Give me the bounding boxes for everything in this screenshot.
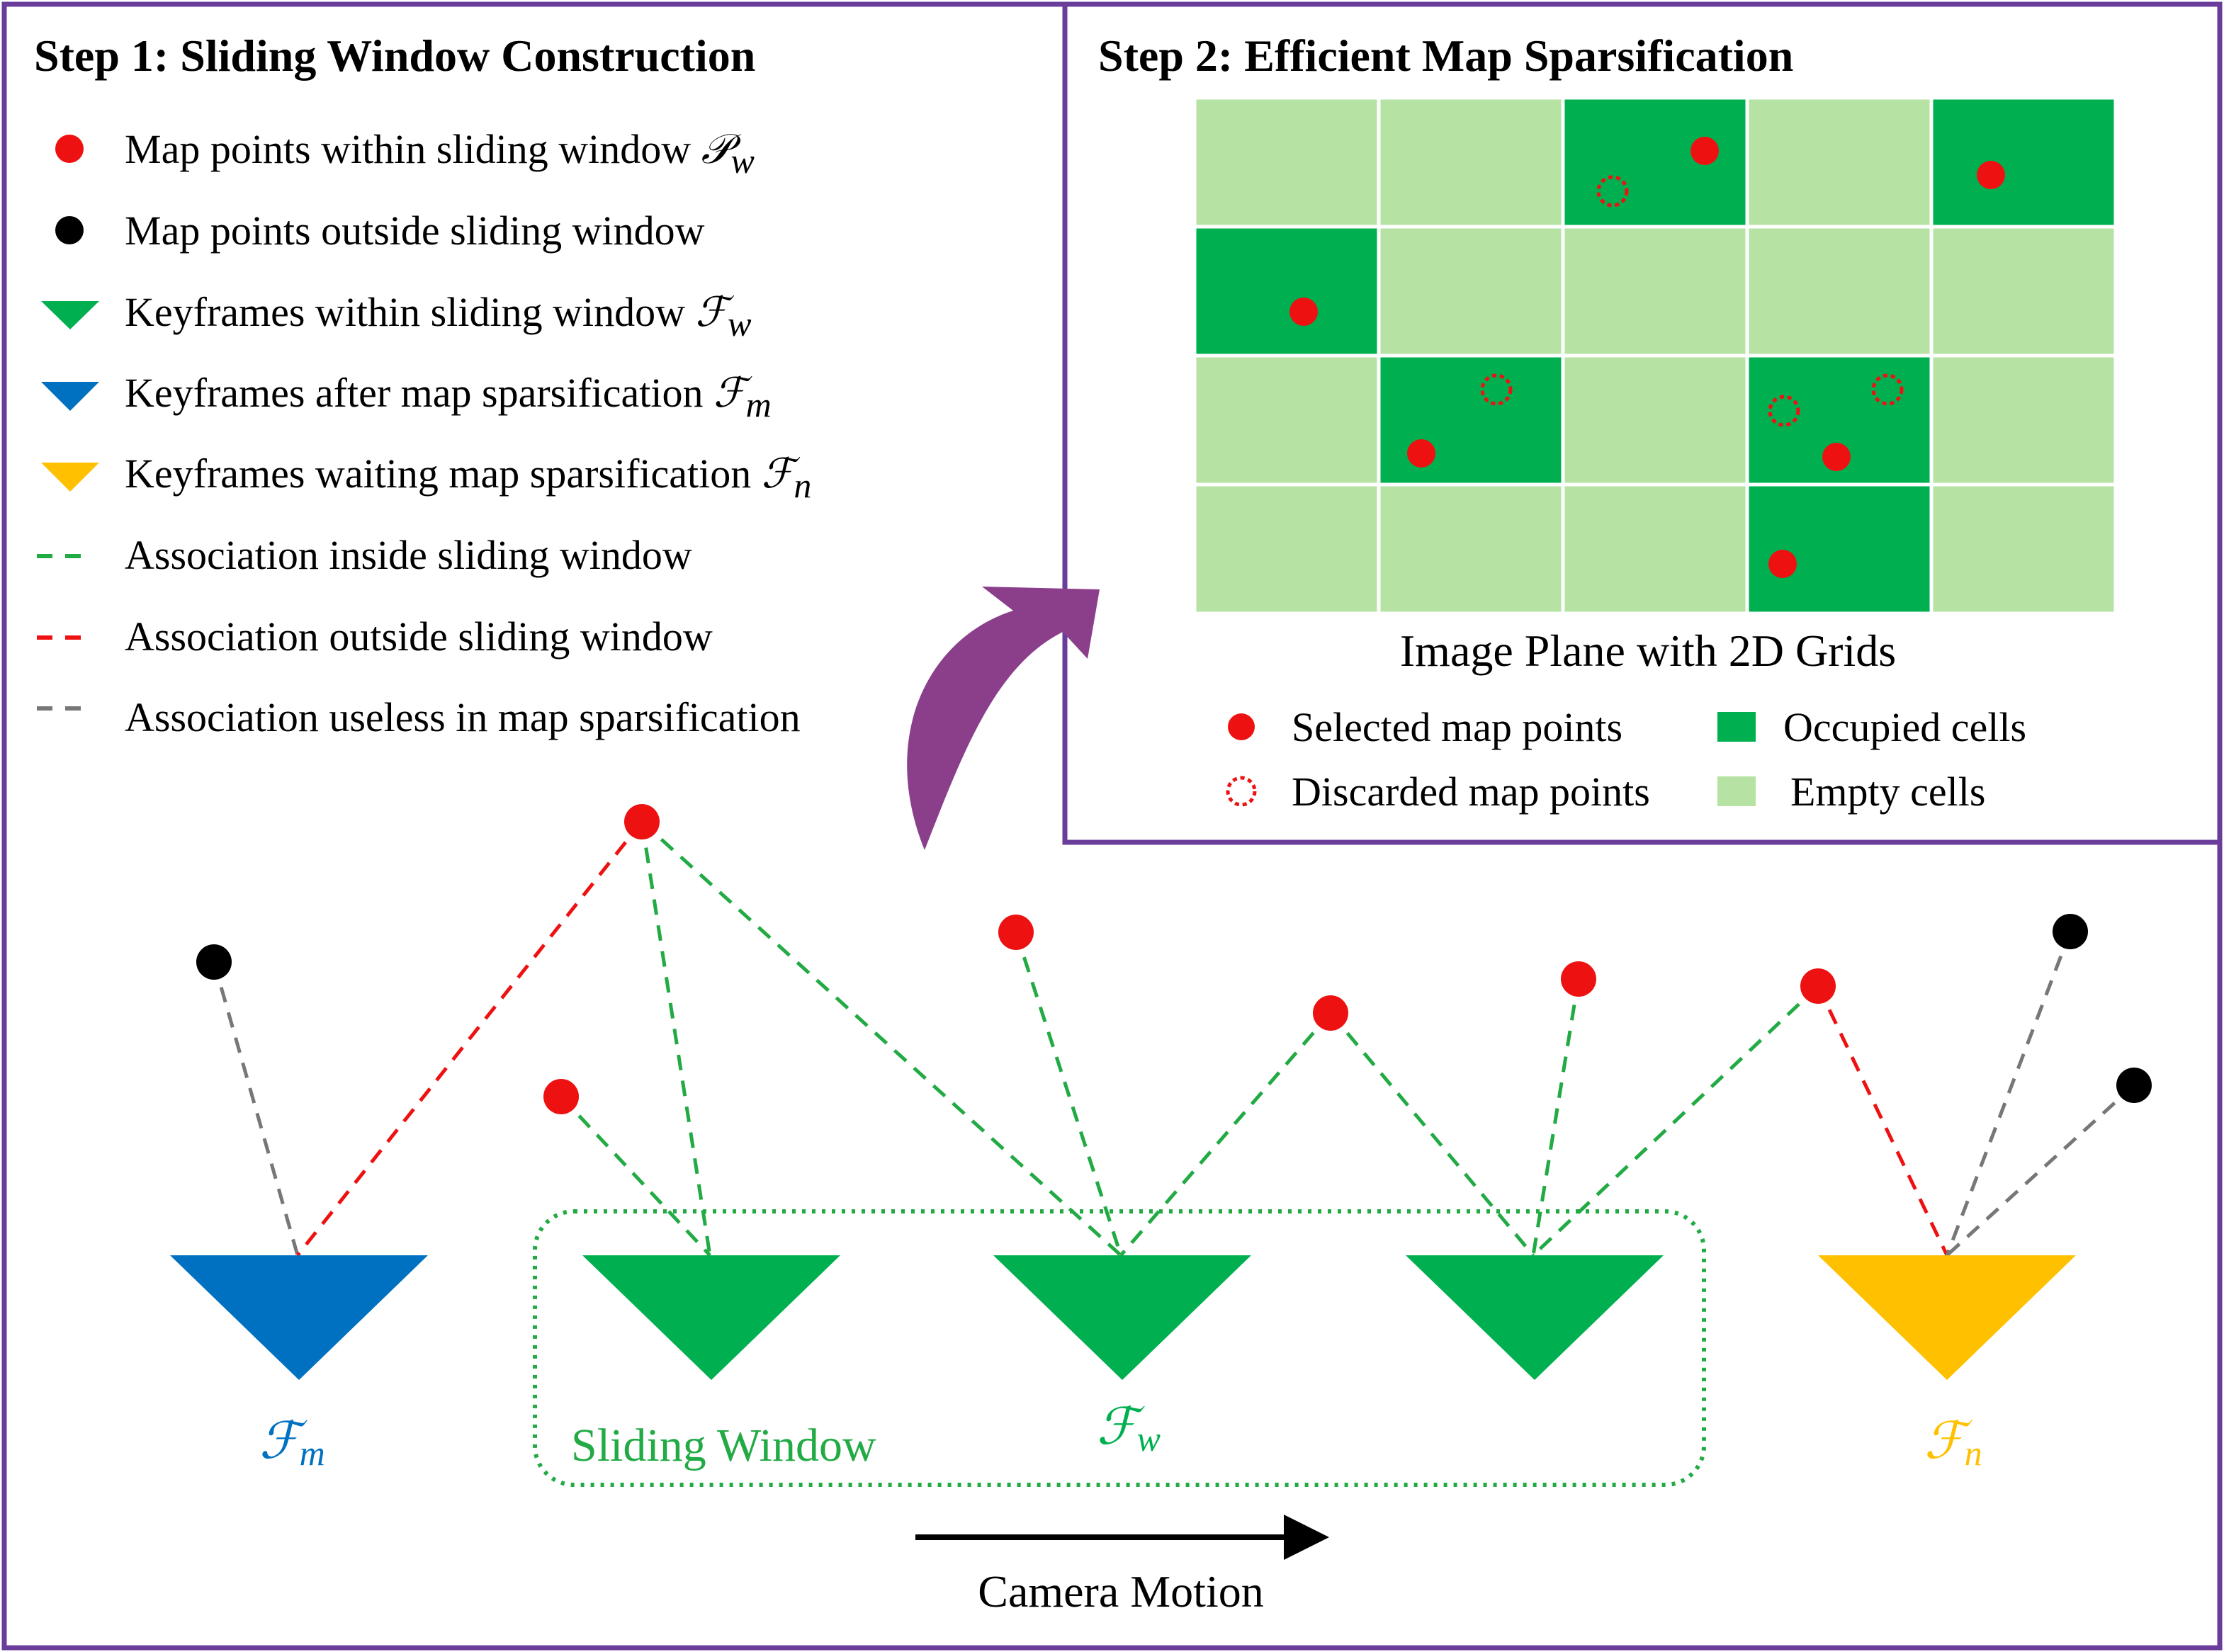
grid-cell-empty	[1192, 96, 1381, 229]
green-association-line	[1532, 985, 1819, 1257]
legend-selected-label: Selected map points	[1292, 704, 1622, 750]
grid-cell-occupied	[1377, 353, 1565, 487]
selected-map-point	[1690, 137, 1719, 165]
grid-cell-occupied	[1929, 96, 2118, 229]
frame-label-m: ℱm	[259, 1413, 325, 1473]
keyframe-window	[1406, 1255, 1664, 1380]
red-dot-icon	[55, 135, 84, 163]
green-association-line	[1014, 932, 1123, 1256]
grid-cell-occupied	[1192, 225, 1381, 358]
legend-label: Association useless in map sparsificatio…	[125, 694, 801, 740]
green-association-line	[1119, 1012, 1332, 1257]
legend-label: Map points within sliding window 𝒫w	[125, 126, 755, 181]
legend-label: Keyframes within sliding window ℱw	[125, 289, 751, 344]
step2-legend: Selected map points Discarded map points…	[1226, 704, 2026, 815]
empty-cell-icon	[1717, 776, 1756, 806]
map-point-outside	[196, 944, 232, 980]
gray-association-line	[1945, 931, 2072, 1256]
sliding-window-label: Sliding Window	[571, 1420, 876, 1471]
green-association-line	[640, 821, 712, 1256]
grid-cell-empty	[1192, 353, 1381, 487]
grid-cell-empty	[1929, 353, 2118, 487]
keyframe-window	[993, 1255, 1251, 1380]
selected-point-icon	[1228, 713, 1255, 740]
discarded-point-icon	[1226, 776, 1257, 807]
grid-cell-empty	[1561, 225, 1749, 358]
map-point-inside	[1561, 961, 1596, 997]
bottom-scene: ℱm ℱw ℱn Sliding Window Camera Motion	[170, 804, 2152, 1617]
selected-map-point	[1289, 298, 1318, 326]
step2-panel: Step 2: Efficient Map Sparsification Ima…	[1062, 1, 2223, 845]
step1-legend-labels: Map points within sliding window 𝒫w Map …	[125, 126, 811, 740]
green-association-line	[640, 820, 1122, 1257]
gray-association-line	[1946, 1084, 2135, 1257]
legend-label: Keyframes waiting map sparsification ℱn	[125, 451, 811, 505]
map-point-outside	[2053, 914, 2088, 949]
frame-label-w: ℱw	[1097, 1398, 1161, 1459]
legend-discarded-label: Discarded map points	[1292, 769, 1650, 815]
green-triangle-icon	[41, 301, 99, 329]
step2-title: Step 2: Efficient Map Sparsification	[1098, 30, 1793, 81]
map-point-inside	[1313, 995, 1348, 1031]
selected-map-point	[1822, 443, 1851, 471]
camera-motion-label: Camera Motion	[978, 1566, 1263, 1617]
grid-cell-empty	[1377, 96, 1565, 229]
legend-label: Association inside sliding window	[125, 532, 692, 578]
keyframe-sparsified	[170, 1255, 428, 1380]
legend-empty-label: Empty cells	[1790, 769, 1985, 815]
occupied-cell-icon	[1717, 712, 1756, 742]
red-association-line	[1816, 985, 1949, 1257]
grid-cell-empty	[1929, 482, 2118, 616]
step1-title: Step 1: Sliding Window Construction	[34, 30, 755, 81]
map-point-inside	[624, 804, 660, 839]
frame-label-n: ℱn	[1924, 1413, 1982, 1473]
map-point-inside	[1800, 968, 1836, 1004]
map-points	[196, 804, 2152, 1114]
step1-panel: Step 1: Sliding Window Construction Map …	[34, 30, 811, 740]
selected-map-point	[1977, 161, 2005, 189]
grid-cell-occupied	[1561, 96, 1749, 229]
grid-cell-empty	[1377, 482, 1565, 616]
discarded-map-point	[1480, 373, 1513, 406]
keyframe-waiting	[1818, 1255, 2076, 1380]
grid-cell-empty	[1745, 225, 1934, 358]
grid-caption: Image Plane with 2D Grids	[1400, 626, 1896, 676]
sliding-window-box	[533, 1209, 1706, 1487]
discarded-map-point	[1871, 373, 1904, 406]
step1-legend-icons	[37, 135, 99, 711]
keyframe-window	[582, 1255, 840, 1380]
grid-cell-empty	[1745, 96, 1934, 229]
legend-label: Association outside sliding window	[125, 613, 713, 660]
selected-map-point	[1407, 439, 1435, 468]
legend-label: Map points outside sliding window	[125, 208, 705, 254]
map-point-inside	[543, 1079, 579, 1114]
grid-cell-empty	[1377, 225, 1565, 358]
black-dot-icon	[55, 216, 84, 244]
green-association-line	[1329, 1012, 1535, 1257]
grid-cell-empty	[1561, 482, 1749, 616]
gray-association-line	[212, 961, 300, 1256]
grid-cell-empty	[1561, 353, 1749, 487]
discarded-map-point	[1596, 175, 1629, 208]
legend-label: Keyframes after map sparsification ℱm	[125, 370, 772, 424]
image-plane-grid	[1192, 96, 2118, 616]
yellow-triangle-icon	[41, 463, 99, 492]
green-association-line	[560, 1095, 711, 1257]
association-lines	[212, 820, 2135, 1257]
selected-map-point	[1768, 550, 1797, 578]
legend-occupied-label: Occupied cells	[1783, 704, 2026, 750]
green-association-line	[1531, 978, 1581, 1256]
grid-cell-occupied	[1745, 482, 1934, 616]
discarded-map-point	[1768, 395, 1800, 427]
map-point-outside	[2116, 1068, 2152, 1103]
grid-cell-empty	[1192, 482, 1381, 616]
map-point-inside	[998, 915, 1034, 950]
blue-triangle-icon	[41, 382, 99, 411]
grid-cell-empty	[1929, 225, 2118, 358]
red-association-line	[296, 820, 643, 1257]
curved-arrow-icon	[907, 587, 1100, 850]
grid-points	[1289, 137, 2005, 578]
